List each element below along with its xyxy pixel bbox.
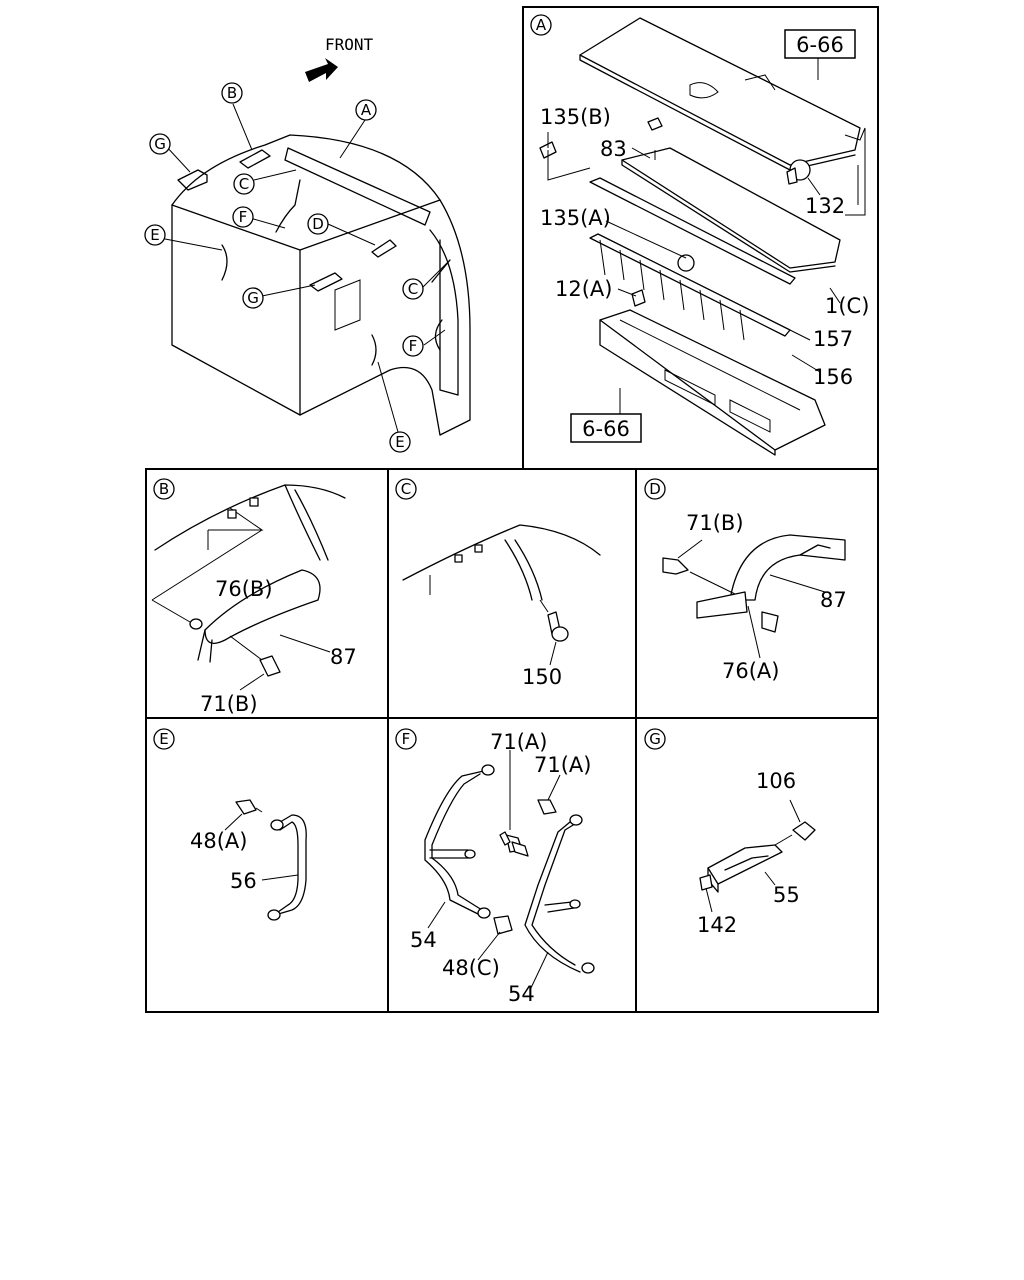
svg-text:6-66: 6-66 bbox=[796, 33, 844, 57]
panel-b-letter: B bbox=[153, 478, 175, 500]
label-54-left: 54 bbox=[410, 928, 437, 952]
label-12a: 12(A) bbox=[555, 277, 612, 301]
svg-text:E: E bbox=[159, 730, 168, 748]
label-54-right: 54 bbox=[508, 982, 535, 1006]
label-48c: 48(C) bbox=[442, 956, 500, 980]
svg-text:6-66: 6-66 bbox=[582, 417, 630, 441]
panel-b: B 76(B) 87 71(B) bbox=[151, 478, 357, 716]
callout-f: F bbox=[232, 206, 254, 228]
callout-f: F bbox=[402, 335, 424, 357]
panel-d: D 71(B) 87 76(A) bbox=[644, 478, 847, 683]
label-76b: 76(B) bbox=[215, 577, 273, 601]
callout-c: C bbox=[402, 278, 424, 300]
panel-c: C 150 bbox=[395, 478, 601, 689]
panel-e-letter: E bbox=[153, 728, 175, 750]
svg-text:D: D bbox=[312, 215, 324, 233]
svg-text:D: D bbox=[649, 480, 661, 498]
svg-text:F: F bbox=[409, 337, 418, 355]
callout-a: A bbox=[355, 99, 377, 121]
svg-text:C: C bbox=[408, 280, 418, 298]
label-142: 142 bbox=[697, 913, 737, 937]
svg-text:B: B bbox=[227, 84, 237, 102]
panel-a-letter: A bbox=[530, 14, 552, 36]
label-76a: 76(A) bbox=[722, 659, 779, 683]
label-87: 87 bbox=[820, 588, 847, 612]
panel-frames bbox=[145, 6, 879, 1013]
svg-text:F: F bbox=[239, 208, 248, 226]
callout-b: B bbox=[221, 82, 243, 104]
svg-text:C: C bbox=[401, 480, 411, 498]
panel-g: G 106 55 142 bbox=[644, 728, 816, 937]
label-106: 106 bbox=[756, 769, 796, 793]
panel-f: F 71(A) 71(A) 54 48(C) 54 bbox=[395, 728, 595, 1006]
svg-text:G: G bbox=[247, 289, 259, 307]
callout-g: G bbox=[242, 287, 264, 309]
ref-box-bottom: 6-66 bbox=[570, 413, 642, 443]
panel-g-letter: G bbox=[644, 728, 666, 750]
label-135b: 135(B) bbox=[540, 105, 611, 129]
label-132: 132 bbox=[805, 194, 845, 218]
label-71b: 71(B) bbox=[686, 511, 744, 535]
svg-text:B: B bbox=[159, 480, 169, 498]
svg-text:E: E bbox=[150, 226, 159, 244]
svg-text:A: A bbox=[361, 101, 372, 119]
front-label: FRONT bbox=[325, 35, 374, 54]
panel-e: E 48(A) 56 bbox=[153, 728, 307, 921]
ref-box-top: 6-66 bbox=[784, 29, 856, 59]
label-71a-right: 71(A) bbox=[534, 753, 591, 777]
label-71a-left: 71(A) bbox=[490, 730, 547, 754]
label-135a: 135(A) bbox=[540, 206, 611, 230]
callout-d: D bbox=[307, 213, 329, 235]
label-157: 157 bbox=[813, 327, 853, 351]
overview-cab: FRONT A B C bbox=[144, 35, 471, 453]
svg-text:G: G bbox=[649, 730, 661, 748]
callout-e: E bbox=[389, 431, 411, 453]
callout-e: E bbox=[144, 224, 166, 246]
label-87: 87 bbox=[330, 645, 357, 669]
label-156: 156 bbox=[813, 365, 853, 389]
front-arrow-icon bbox=[305, 58, 338, 82]
panel-f-letter: F bbox=[395, 728, 417, 750]
svg-text:F: F bbox=[402, 730, 411, 748]
panel-d-letter: D bbox=[644, 478, 666, 500]
callout-c: C bbox=[233, 173, 255, 195]
label-1c: 1(C) bbox=[825, 294, 869, 318]
callout-g: G bbox=[149, 133, 171, 155]
panel-a: A bbox=[530, 14, 869, 456]
label-48a: 48(A) bbox=[190, 829, 247, 853]
svg-text:G: G bbox=[154, 135, 166, 153]
label-71b: 71(B) bbox=[200, 692, 258, 716]
panel-c-letter: C bbox=[395, 478, 417, 500]
svg-text:A: A bbox=[536, 16, 547, 34]
svg-text:E: E bbox=[395, 433, 404, 451]
label-83: 83 bbox=[600, 137, 627, 161]
svg-text:C: C bbox=[239, 175, 249, 193]
label-56: 56 bbox=[230, 869, 257, 893]
label-150: 150 bbox=[522, 665, 562, 689]
label-55: 55 bbox=[773, 883, 800, 907]
